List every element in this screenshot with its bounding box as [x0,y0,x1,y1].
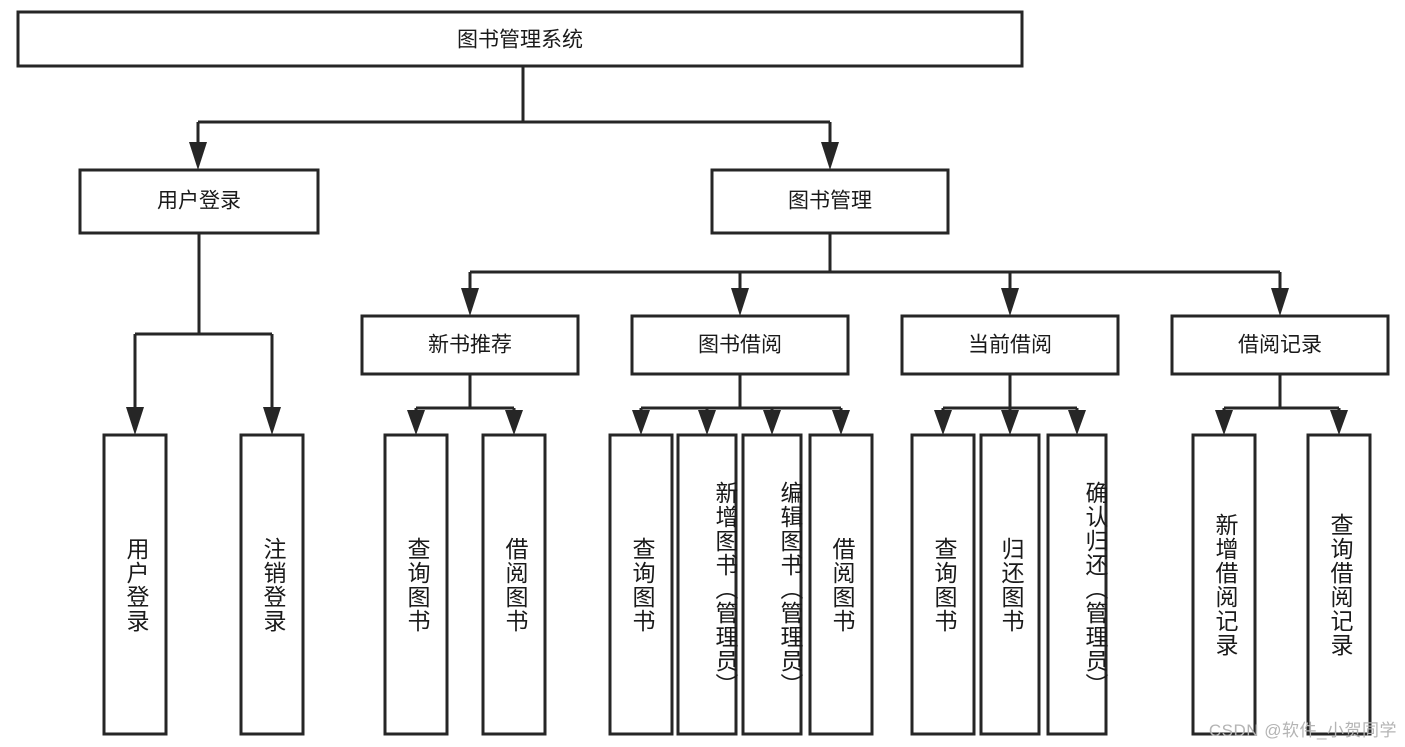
arrow-head-icon [832,410,850,435]
arrow-head-icon [632,410,650,435]
leaf-box-nbr-query-book[interactable] [383,433,449,736]
current-borrow-label: 当前借阅 [968,334,1052,357]
leaf-box-br-add-record[interactable] [1191,433,1257,736]
arrow-head-icon [698,410,716,435]
arrow-head-icon [126,407,144,435]
arrow-head-icon [189,142,207,170]
leaf-box-bb-query-book[interactable] [608,433,674,736]
connector-book-management-to-level3 [461,233,1289,316]
arrow-head-icon [505,410,523,435]
arrow-head-icon [1068,410,1086,435]
arrow-head-icon [1215,410,1233,435]
borrow-records-label: 借阅记录 [1238,334,1322,357]
new-book-recommend-label: 新书推荐 [428,334,512,357]
arrow-head-icon [407,410,425,435]
book-management-label: 图书管理 [788,190,872,213]
node-new-book-recommend[interactable]: 新书推荐 [360,314,580,376]
current-borrow-box[interactable] [900,314,1120,376]
arrow-head-icon [1330,410,1348,435]
node-book-borrow[interactable]: 图书借阅 [630,314,850,376]
user-login-box[interactable] [78,168,320,235]
arrow-head-icon [1001,288,1019,316]
connector-book-borrow-to-leaves [632,374,850,435]
node-user-login[interactable]: 用户登录 [78,168,320,235]
connector-user-login-to-leaves [126,233,281,435]
node-borrow-records[interactable]: 借阅记录 [1170,314,1390,376]
node-root[interactable]: 图书管理系统 [16,10,1024,68]
leaf-box-bb-add-book[interactable] [676,433,738,736]
leaf-box-logout[interactable] [239,433,305,736]
connector-borrow-records-to-leaves [1215,374,1348,435]
node-book-management[interactable]: 图书管理 [710,168,950,235]
connector-new-book-recommend-to-leaves [407,374,523,435]
leaf-box-bb-borrow-book[interactable] [808,433,874,736]
arrow-head-icon [763,410,781,435]
arrow-head-icon [1001,410,1019,435]
user-login-label: 用户登录 [157,190,241,213]
root-label: 图书管理系统 [457,29,583,52]
leaf-box-cb-return-book[interactable] [979,433,1041,736]
node-current-borrow[interactable]: 当前借阅 [900,314,1120,376]
arrow-head-icon [731,288,749,316]
arrow-head-icon [461,288,479,316]
new-book-recommend-box[interactable] [360,314,580,376]
book-borrow-label: 图书借阅 [698,334,782,357]
watermark-text: CSDN @软件_小贺同学 [1208,721,1397,740]
leaf-box-bb-edit-book[interactable] [741,433,803,736]
leaf-box-cb-confirm-return[interactable] [1046,433,1108,736]
arrow-head-icon [821,142,839,170]
connector-root-to-level2 [189,66,839,170]
root-box[interactable] [16,10,1024,68]
arrow-head-icon [1271,288,1289,316]
connector-current-borrow-to-leaves [934,374,1086,435]
leaf-box-cb-query-book[interactable] [910,433,976,736]
arrow-head-icon [263,407,281,435]
leaf-box-nbr-borrow-book[interactable] [481,433,547,736]
leaf-box-br-query-record[interactable] [1306,433,1372,736]
arrow-head-icon [934,410,952,435]
leaf-box-user-login[interactable] [102,433,168,736]
